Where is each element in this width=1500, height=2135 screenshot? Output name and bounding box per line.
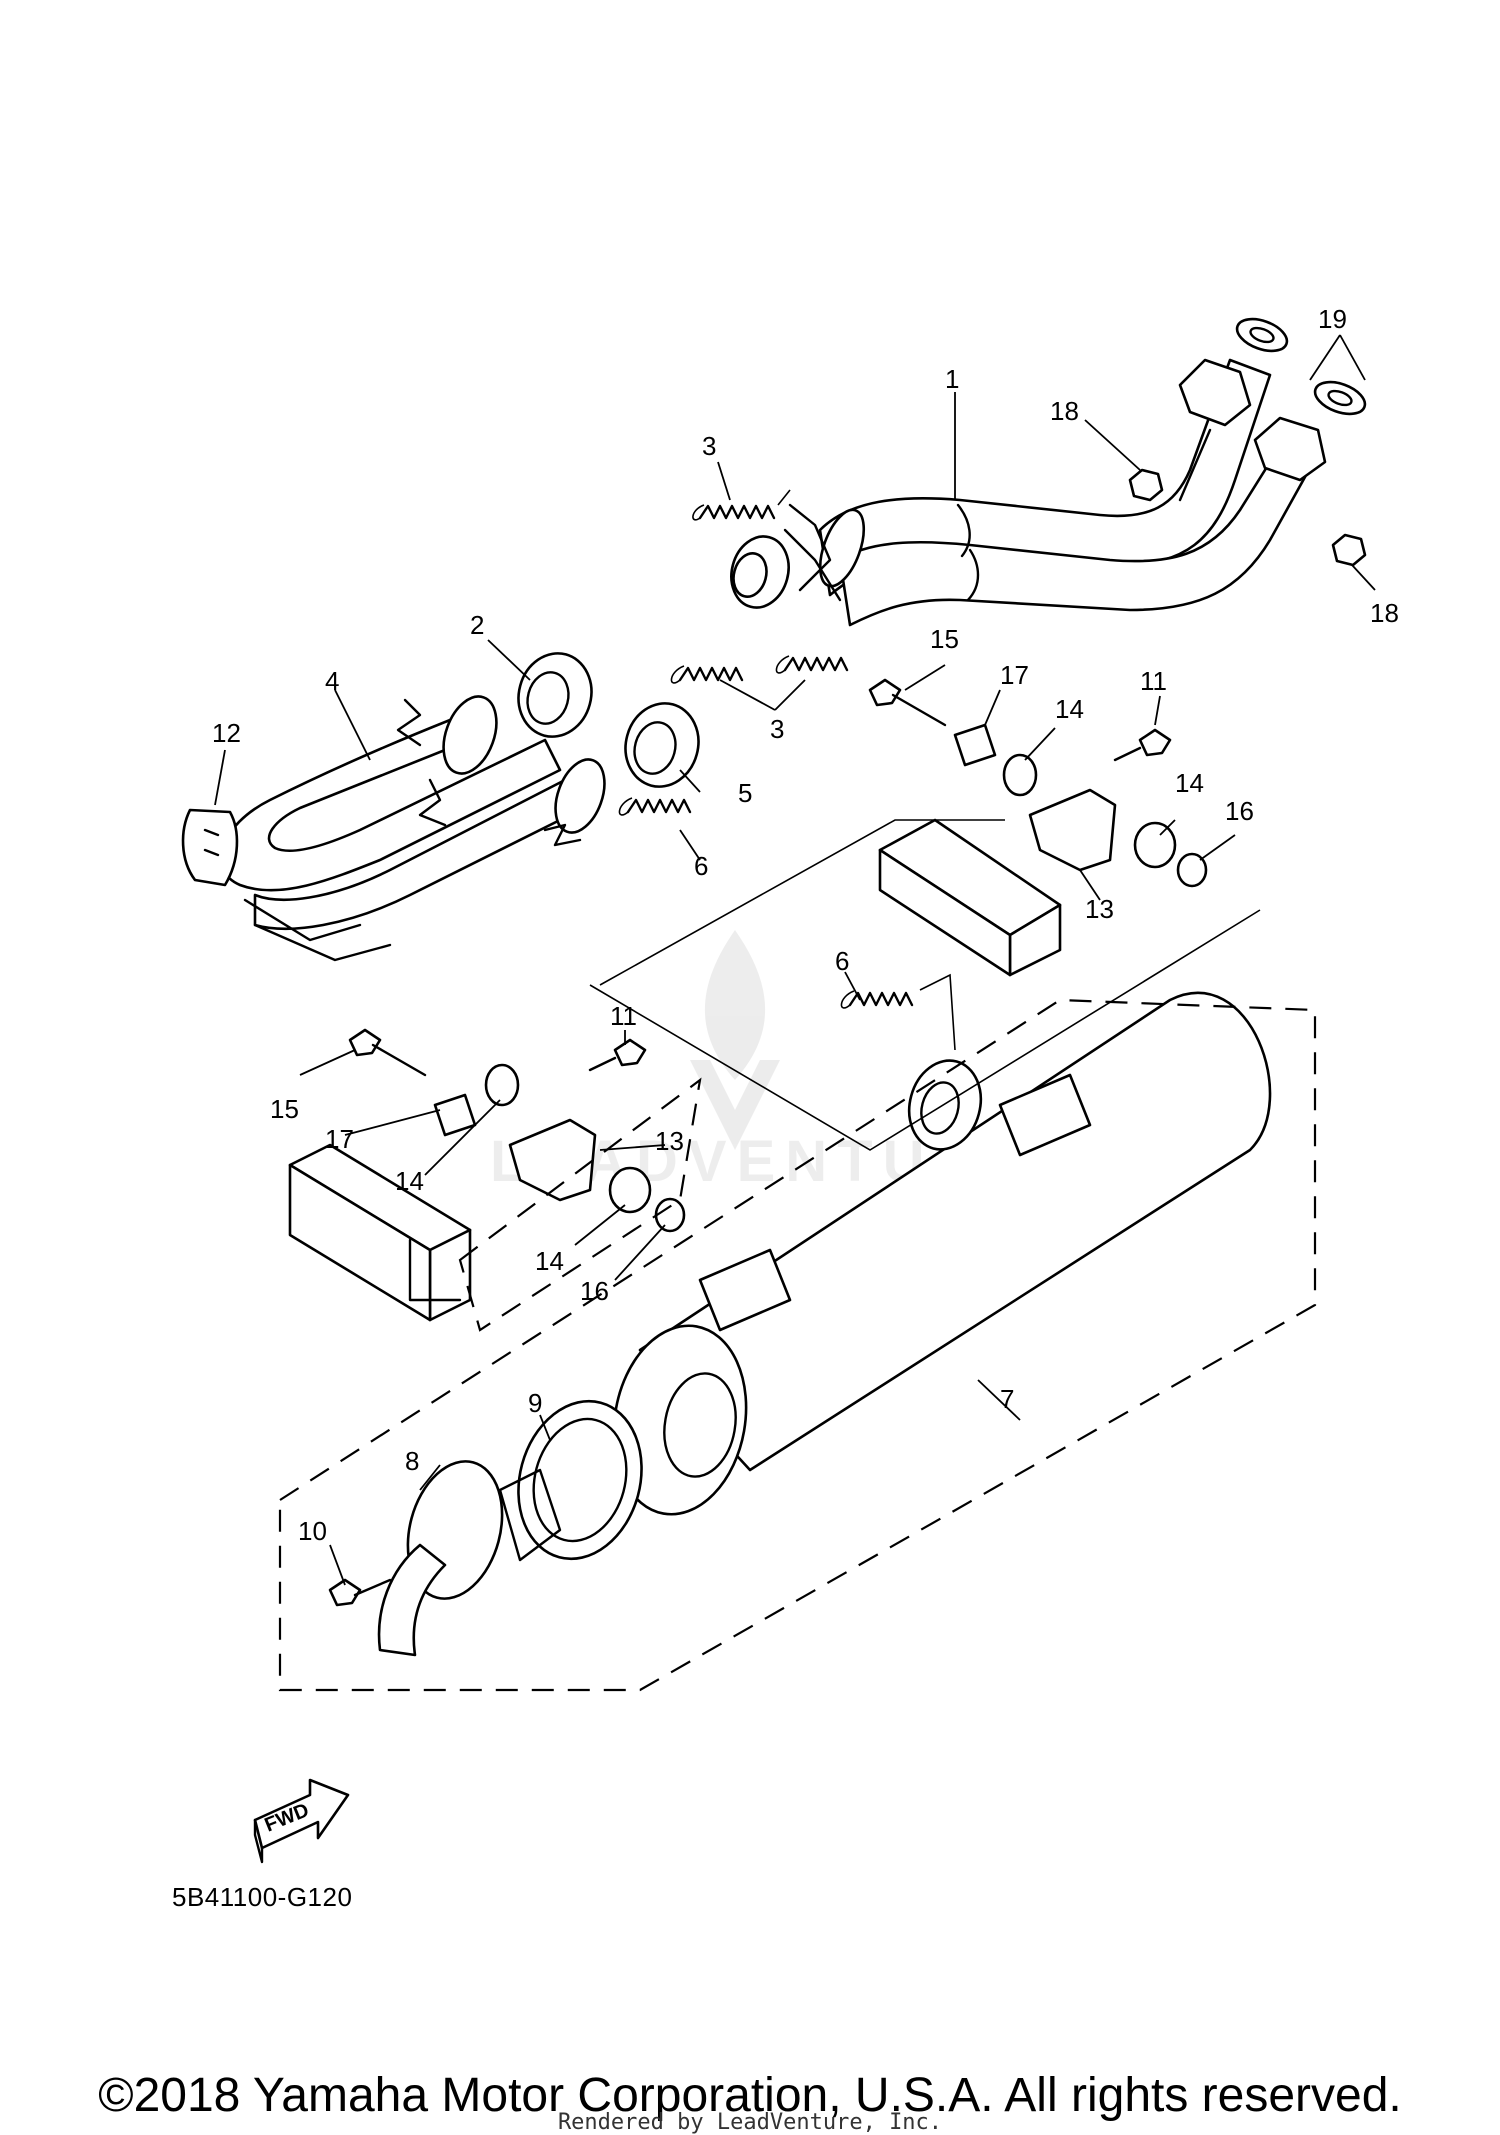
callout-17: 17 [325, 1124, 354, 1154]
callout-18: 18 [1370, 598, 1399, 628]
leader-lines [214, 334, 1376, 1586]
callout-6: 6 [835, 946, 849, 976]
callout-14: 14 [395, 1166, 424, 1196]
callout-14: 14 [1055, 694, 1084, 724]
rendered-by-notice: Rendered by LeadVenture, Inc. [557, 2110, 943, 2135]
callout-9: 9 [528, 1388, 542, 1418]
frame-bracket [878, 818, 1062, 977]
callout-11: 11 [610, 1001, 637, 1031]
callout-15: 15 [930, 624, 959, 654]
callout-5: 5 [738, 778, 752, 808]
callout-17: 17 [1000, 660, 1029, 690]
pipe-flange [730, 503, 842, 609]
callout-7: 7 [1000, 1384, 1014, 1414]
pipe-gasket [517, 652, 700, 788]
bolt [588, 728, 1172, 1072]
callout-10: 10 [298, 1516, 327, 1546]
washer [654, 852, 1208, 1233]
callout-16: 16 [580, 1276, 609, 1306]
rubber-hanger [181, 808, 239, 887]
callout-3: 3 [770, 714, 784, 744]
muffler [612, 991, 1272, 1516]
alignment-line [589, 909, 1261, 1151]
callout-1: 1 [945, 364, 959, 394]
spring [670, 489, 849, 684]
tail-gasket [517, 1399, 643, 1561]
callout-16: 16 [1225, 796, 1254, 826]
exhaust-pipe-rear [219, 695, 606, 962]
frame-bracket [288, 1143, 472, 1322]
assembly-outline [458, 1077, 702, 1332]
exhaust-pipe-front [818, 358, 1327, 627]
damper [484, 753, 1177, 1214]
bolt [348, 678, 947, 1077]
copyright-notice: ©2018 Yamaha Motor Corporation, U.S.A. A… [98, 2069, 1402, 2122]
callout-19: 19 [1318, 304, 1347, 334]
flange-nut [1128, 468, 1367, 567]
callout-3: 3 [702, 431, 716, 461]
callout-14: 14 [535, 1246, 564, 1276]
gasket-ring [1235, 317, 1367, 416]
muffler-bracket [508, 788, 1117, 1202]
callout-6: 6 [694, 851, 708, 881]
callout-11: 11 [1140, 666, 1167, 696]
callout-13: 13 [655, 1126, 684, 1156]
callout-15: 15 [270, 1094, 299, 1124]
alignment-line [599, 819, 1005, 986]
diagram-code: 5B41100-G120 [172, 1882, 353, 1912]
forward-arrow-icon: FWD [253, 1778, 350, 1864]
callout-8: 8 [405, 1446, 419, 1476]
bolt [328, 1578, 392, 1607]
callout-4: 4 [325, 666, 339, 696]
spring [618, 797, 956, 1051]
callout-13: 13 [1085, 894, 1114, 924]
callout-14: 14 [1175, 768, 1204, 798]
assembly-outline [278, 998, 1317, 1692]
watermark-logo [690, 930, 780, 1150]
callout-18: 18 [1050, 396, 1079, 426]
callout-12: 12 [212, 718, 241, 748]
tail-pipe [377, 1460, 562, 1657]
callout-2: 2 [470, 610, 484, 640]
